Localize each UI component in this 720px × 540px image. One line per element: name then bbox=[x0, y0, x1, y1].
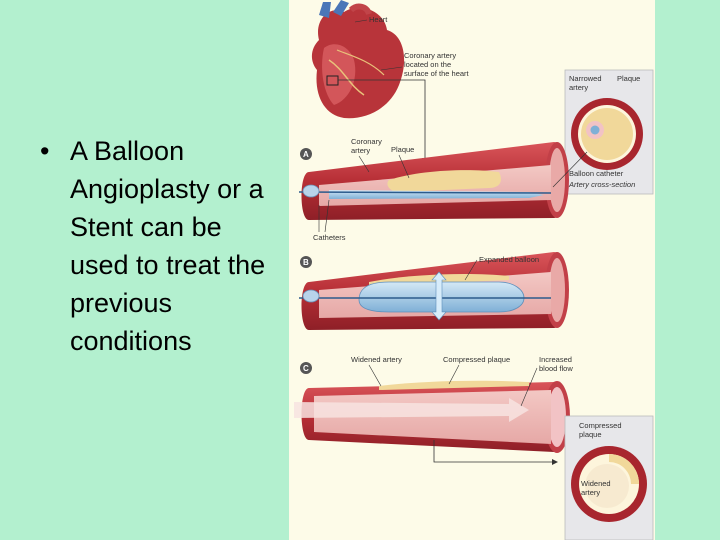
plaque-cs-label: Plaque bbox=[617, 74, 640, 83]
step-b-marker: B bbox=[303, 258, 309, 267]
widened-artery-cs-label-1: Widened bbox=[581, 479, 611, 488]
heart-illustration bbox=[311, 0, 405, 119]
step-a-marker: A bbox=[303, 150, 309, 159]
artery-step-b bbox=[299, 252, 569, 330]
angioplasty-diagram: Heart Coronary artery located on the sur… bbox=[294, 0, 654, 540]
narrowed-label-2: artery bbox=[569, 83, 588, 92]
artery-step-a bbox=[298, 142, 569, 220]
coronary-surface-label-1: Coronary artery bbox=[404, 51, 456, 60]
step-c-marker: C bbox=[303, 364, 309, 373]
coronary-artery-a-label-1: Coronary bbox=[351, 137, 382, 146]
compressed-plaque-cs-label-2: plaque bbox=[579, 430, 602, 439]
angioplasty-figure: Heart Coronary artery located on the sur… bbox=[289, 0, 655, 540]
increased-blood-flow-label-2: blood flow bbox=[539, 364, 573, 373]
heart-label: Heart bbox=[369, 15, 388, 24]
narrowed-label-1: Narrowed bbox=[569, 74, 602, 83]
bullet-text: A Balloon Angioplasty or a Stent can be … bbox=[70, 136, 266, 356]
compressed-plaque-cs-label-1: Compressed bbox=[579, 421, 622, 430]
cross-section-narrowed bbox=[564, 69, 654, 195]
compressed-plaque-c-label: Compressed plaque bbox=[443, 355, 510, 364]
coronary-surface-label-2: located on the bbox=[404, 60, 451, 69]
artery-step-c bbox=[294, 380, 570, 453]
plaque-a-label: Plaque bbox=[391, 145, 414, 154]
artery-cross-section-label: Artery cross-section bbox=[568, 180, 635, 189]
coronary-artery-a-label-2: artery bbox=[351, 146, 370, 155]
widened-artery-c-label: Widened artery bbox=[351, 355, 402, 364]
increased-blood-flow-label-1: Increased bbox=[539, 355, 572, 364]
expanded-balloon-label: Expanded balloon bbox=[479, 255, 539, 264]
widened-artery-cs-label-2: artery bbox=[581, 488, 600, 497]
cross-section-widened bbox=[564, 415, 654, 540]
balloon-catheter-label: Balloon catheter bbox=[569, 169, 624, 178]
coronary-surface-label-3: surface of the heart bbox=[404, 69, 470, 78]
catheters-label: Catheters bbox=[313, 233, 346, 242]
bullet-marker: • bbox=[40, 136, 50, 166]
